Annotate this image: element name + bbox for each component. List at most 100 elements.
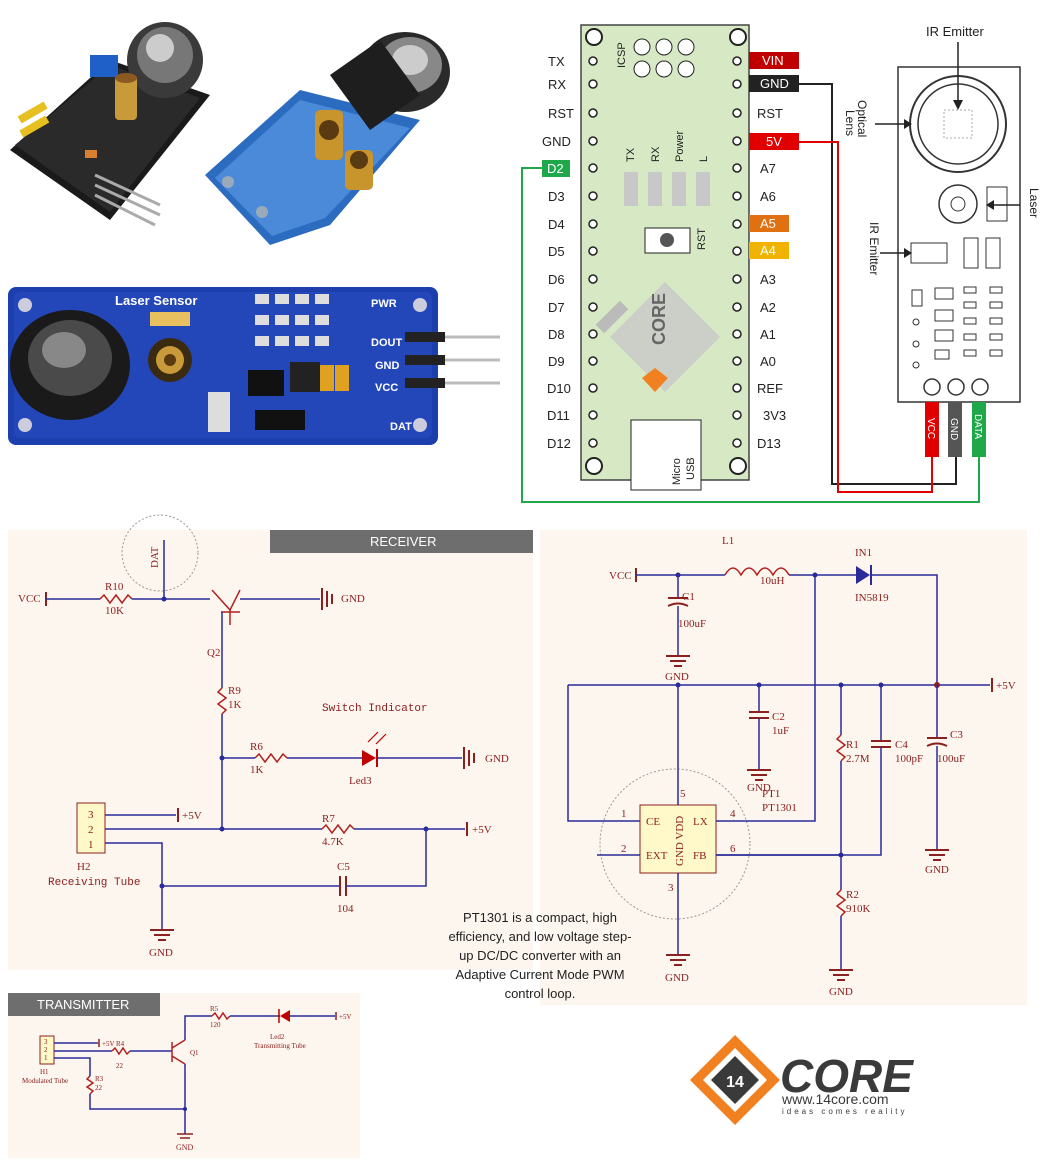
pin-hole-a1: [732, 329, 742, 339]
ir-emitter-side-label: IR Emitter: [867, 222, 881, 275]
c2-label: C2: [772, 711, 785, 723]
led-rx-label: RX: [650, 146, 662, 162]
r9-value: 1K: [228, 699, 242, 711]
transmitter-schematic: TRANSMITTER 3 2 1 H1 Modulated Tube +5V …: [8, 993, 360, 1158]
r3-value: 22: [95, 1084, 103, 1092]
gnd-ic-label: GND: [665, 972, 689, 984]
r1-label: R1: [846, 739, 859, 751]
pin-ref: REF: [757, 381, 783, 396]
pin-d13: D13: [757, 436, 781, 451]
in1-label: IN1: [855, 547, 872, 559]
pin-ext: EXT: [646, 850, 668, 862]
description-line2: efficiency, and low voltage step-: [448, 929, 631, 944]
receiving-tube-label: Receiving Tube: [48, 877, 140, 889]
pin-d10: D10: [547, 381, 571, 396]
h1-label: H1: [40, 1068, 49, 1076]
vcc-label: VCC: [18, 593, 41, 605]
plus5v-boost-label: +5V: [996, 680, 1016, 692]
photo-laser-module-side: [205, 32, 450, 245]
h2-pin2: 2: [88, 824, 94, 836]
pin-d8: D8: [548, 327, 565, 342]
pin-hole-rx: [588, 79, 598, 89]
pin-hole-a3: [732, 274, 742, 284]
led3-label: Led3: [349, 775, 372, 787]
pin-ce: CE: [646, 816, 660, 828]
dout-pin-label: DOUT: [371, 337, 402, 349]
brand-logo: 14 CORE www.14core.com ideas comes reali…: [690, 1035, 914, 1125]
q2-label: Q2: [207, 647, 220, 659]
description-line5: control loop.: [505, 986, 576, 1001]
h2-label: H2: [77, 861, 90, 873]
usb-label-line1: Micro: [671, 458, 683, 485]
r3-label: R3: [95, 1075, 104, 1083]
pin-d3: D3: [548, 189, 565, 204]
pin-hole-a0: [732, 356, 742, 366]
micro-usb-port: [630, 419, 702, 491]
module-pin-gnd: [948, 402, 962, 457]
module-pin-data-label: DATA: [972, 414, 983, 440]
gnd-c1-label: GND: [665, 671, 689, 683]
receiver-header: RECEIVER: [370, 534, 436, 549]
plus5v-tx-label: +5V: [339, 1013, 352, 1021]
h1-pin2: 2: [44, 1046, 48, 1054]
pin-tx: TX: [548, 54, 565, 69]
c2-value: 1uF: [772, 725, 789, 737]
pin-a3: A3: [760, 272, 776, 287]
photo-laser-sensor-board: Laser Sensor PWR DOUT GND VCC DAT: [8, 287, 500, 445]
pin-hole-ref: [732, 383, 742, 393]
logo-tagline-text: ideas comes reality: [782, 1107, 907, 1116]
transmitter-header: TRANSMITTER: [37, 997, 129, 1012]
c3-value: 100uF: [937, 753, 965, 765]
led2-label: Led2: [270, 1033, 285, 1041]
optical-lens-label-line2: Lens: [843, 110, 857, 136]
pin-hole-d13: [732, 438, 742, 448]
gnd-bottom-label: GND: [149, 947, 173, 959]
pin-num-4: 4: [730, 808, 736, 820]
pin-hole-d9: [588, 356, 598, 366]
pin-a4-highlight: [749, 242, 789, 259]
pin-a2: A2: [760, 300, 776, 315]
h1-pin1: 1: [44, 1054, 48, 1062]
pin-hole-d7: [588, 302, 598, 312]
pin-d2: D2: [547, 161, 564, 176]
receiver-schematic: RECEIVER DAT VCC R10 10K GND Q2 R9 1K Sw…: [8, 514, 533, 970]
pt1-label: PT1: [762, 788, 780, 800]
r6-label: R6: [250, 741, 263, 753]
c4-label: C4: [895, 739, 908, 751]
r10-value: 10K: [105, 605, 124, 617]
reset-button-label: RST: [696, 228, 708, 250]
c5-label: C5: [337, 861, 350, 873]
r2-value: 910K: [846, 903, 871, 915]
wiring: [521, 83, 980, 503]
pin-hole-d6: [588, 274, 598, 284]
pin-hole-d11: [588, 410, 598, 420]
plus5v-h2-label: +5V: [182, 810, 202, 822]
pin-a6: A6: [760, 189, 776, 204]
pin-num-3: 3: [668, 882, 674, 894]
c4-value: 100pF: [895, 753, 923, 765]
usb-label-line2: USB: [685, 457, 697, 480]
boost-vcc-label: VCC: [609, 570, 632, 582]
c1-value: 100uF: [678, 618, 706, 630]
c5-value: 104: [337, 903, 354, 915]
pin-hole-a5: [732, 219, 742, 229]
dat-label: DAT: [149, 546, 161, 568]
modulated-tube-label: Modulated Tube: [22, 1077, 68, 1085]
board-watermark-brand: CORE: [649, 293, 669, 345]
arduino-nano-board: ICSP TX RX Power L RST CORE Micro USB: [580, 24, 750, 491]
pt1301-description: PT1301 is a compact, high efficiency, an…: [448, 910, 631, 1001]
boost-converter-schematic: VCC L1 10uH IN1 IN5819 C1 100uF GND +5V: [540, 530, 1027, 1005]
pin-hole-d2: [588, 163, 598, 173]
pwr-pin-label: PWR: [371, 298, 397, 310]
pin-d12: D12: [547, 436, 571, 451]
pin-d5: D5: [548, 244, 565, 259]
pin-num-2: 2: [621, 843, 627, 855]
pin-hole-tx: [588, 56, 598, 66]
laser-module-outline: VCC GND DATA IR Emitter Optical Lens Las…: [843, 24, 1041, 457]
pin-num-5: 5: [680, 788, 686, 800]
gnd-c2-label: GND: [747, 782, 771, 794]
pin-lx: LX: [693, 816, 708, 828]
pin-hole-rst: [588, 108, 598, 118]
pin-5v-highlight: [749, 133, 799, 150]
